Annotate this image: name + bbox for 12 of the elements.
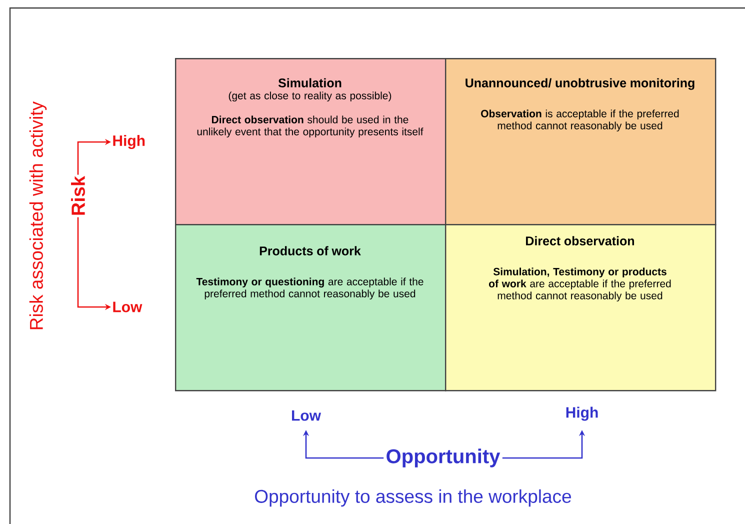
axis-caption: Opportunity to assess in the workplace <box>255 489 571 507</box>
axis-caption: Risk associated with activity <box>29 101 47 330</box>
quadrant-box: Simulation (get as close to reality as possible) Direct observation should be used in the unlikely event that the opportunity presents itself <box>175 58 446 226</box>
quadrant-box: Products of work Testimony or questioning are acceptable if the preferred method cannot reasonably be used <box>175 224 446 392</box>
quadrant-box: Direct observation Simulation, Testimony or products of work are acceptable if the preferred method cannot reasonably be used <box>445 224 716 392</box>
axis-level: High <box>566 406 598 421</box>
axis-level: High <box>113 134 145 150</box>
axis-title: Risk <box>71 176 85 215</box>
axis-title: Opportunity <box>386 448 500 468</box>
axis-level: Low <box>113 302 142 312</box>
quadrant-box: Unannounced/ unobtrusive monitoring Observation is acceptable if the preferred method cannot reasonably be used <box>445 58 716 226</box>
axis-level: Low <box>292 410 322 421</box>
